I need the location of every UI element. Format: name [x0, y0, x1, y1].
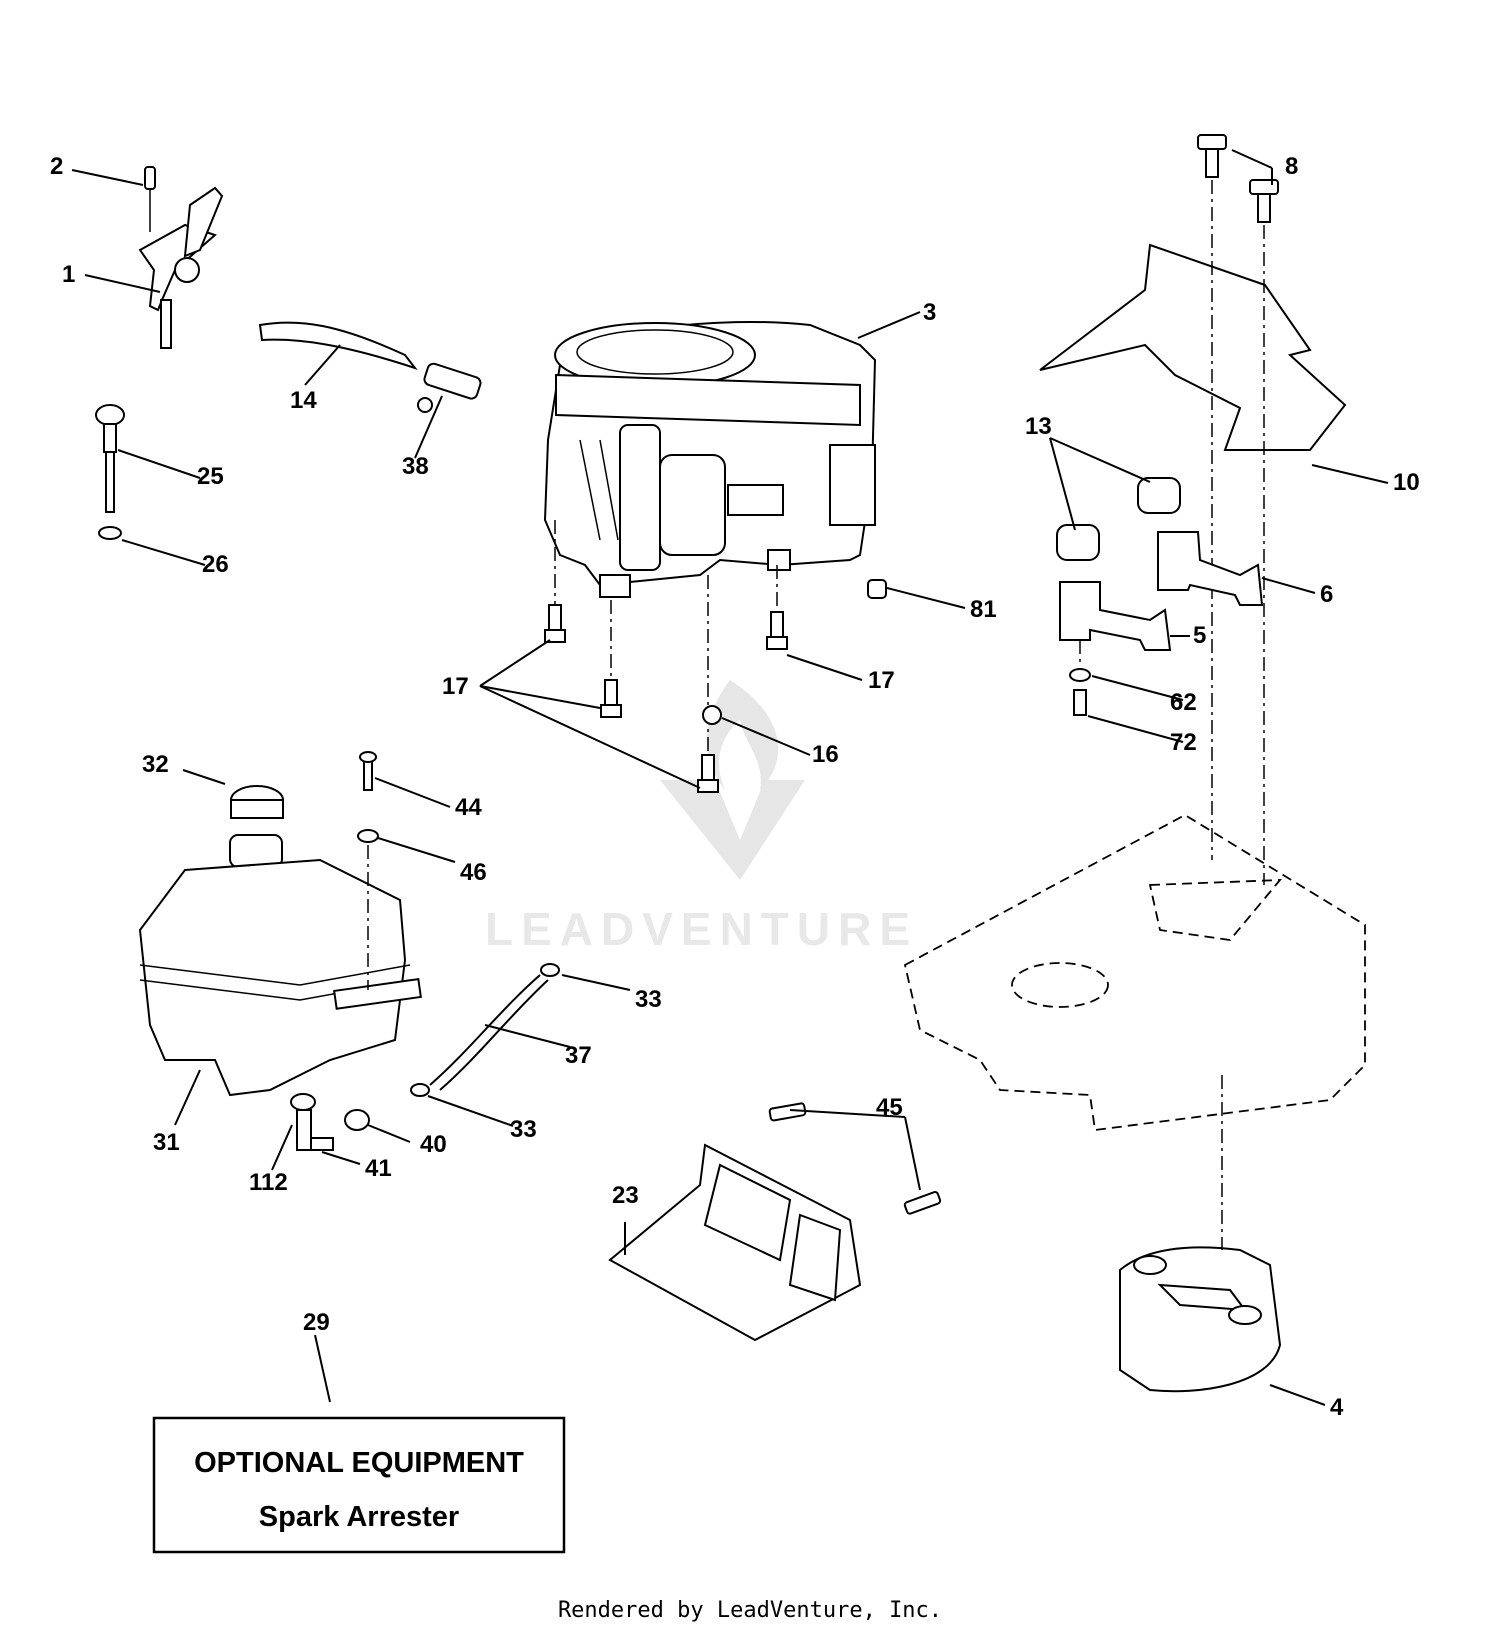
- shield-plate-part: [608, 1102, 942, 1342]
- callout-numbers: 2 1 3 4 5 6 8 10 13 14 16 17 17 23 25 26…: [50, 153, 1420, 1421]
- engine-part: [543, 321, 877, 598]
- callout-81: 81: [970, 596, 997, 623]
- callout-41: 41: [365, 1155, 392, 1182]
- callout-33-bottom: 33: [510, 1116, 537, 1143]
- engine-bolts-part: [544, 520, 887, 793]
- callout-17-left: 17: [442, 673, 469, 700]
- callout-16: 16: [812, 741, 839, 768]
- callout-37: 37: [565, 1042, 592, 1069]
- callout-25: 25: [197, 463, 224, 490]
- callout-72: 72: [1170, 729, 1197, 756]
- callout-44: 44: [455, 794, 482, 821]
- callout-1: 1: [62, 261, 75, 288]
- callout-5: 5: [1193, 622, 1206, 649]
- callout-10: 10: [1393, 469, 1420, 496]
- callout-2: 2: [50, 153, 63, 180]
- callout-13: 13: [1025, 413, 1052, 440]
- leader-lines: [71, 149, 1389, 1406]
- callout-17-right: 17: [868, 667, 895, 694]
- callout-29: 29: [303, 1309, 330, 1336]
- callout-31: 31: [153, 1129, 180, 1156]
- fuel-line-part: [290, 751, 560, 1151]
- callout-8: 8: [1285, 153, 1298, 180]
- callout-32: 32: [142, 751, 169, 778]
- fuel-hose-part: [258, 321, 482, 413]
- callout-4: 4: [1330, 1394, 1344, 1421]
- callout-62: 62: [1170, 689, 1197, 716]
- watermark-logo: LEADVENTURE: [485, 680, 918, 955]
- optional-equipment-box: OPTIONAL EQUIPMENT Spark Arrester: [152, 1416, 566, 1554]
- callout-26: 26: [202, 551, 229, 578]
- callout-40: 40: [420, 1131, 447, 1158]
- callout-112: 112: [249, 1169, 288, 1196]
- watermark-text: LEADVENTURE: [485, 903, 918, 955]
- callout-23: 23: [612, 1182, 639, 1209]
- choke-knob-part: [95, 404, 125, 540]
- callout-14: 14: [290, 387, 317, 414]
- callout-3: 3: [923, 299, 936, 326]
- callout-33-top: 33: [635, 986, 662, 1013]
- footer-credit: Rendered by LeadVenture, Inc.: [557, 1598, 943, 1623]
- heat-shield-part: [1039, 134, 1347, 885]
- muffler-part: [1119, 1075, 1282, 1393]
- fuel-tank-part: [138, 785, 422, 1097]
- callout-45: 45: [876, 1094, 903, 1121]
- callout-6: 6: [1320, 581, 1333, 608]
- exhaust-pipes-part: [1056, 477, 1264, 716]
- optional-equipment-subtitle: Spark Arrester: [259, 1501, 459, 1533]
- optional-equipment-title: OPTIONAL EQUIPMENT: [194, 1447, 524, 1479]
- callout-46: 46: [460, 859, 487, 886]
- callout-38: 38: [402, 453, 429, 480]
- throttle-control-part: [138, 166, 224, 349]
- frame-reference: [903, 813, 1366, 1132]
